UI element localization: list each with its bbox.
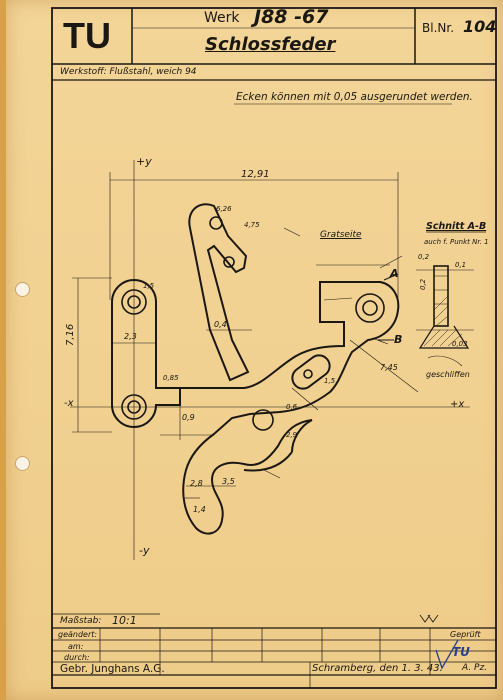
corner-note: Ecken können mit 0,05 ausgerundet werden… — [236, 91, 473, 103]
label-am: am: — [68, 642, 84, 651]
label-durch: durch: — [64, 653, 90, 662]
initials: A. Pz. — [462, 663, 488, 673]
section-arrows — [378, 273, 399, 341]
dimension-lines — [72, 172, 419, 499]
dim-sec2: 0,1 — [455, 261, 467, 269]
dim-d1: 0,4 — [214, 320, 227, 329]
dim-r3: 6,26 — [216, 205, 232, 213]
dim-center-width: 2,3 — [124, 332, 137, 341]
scale-label: Maßstab: — [60, 616, 102, 626]
arrow-a-label: A — [390, 267, 399, 280]
part-holes — [121, 216, 385, 431]
material-spec: Werkstoff: Flußstahl, weich 94 — [60, 67, 197, 77]
scale-value: 10:1 — [112, 614, 137, 627]
axis-lines — [70, 160, 470, 560]
axis-minus-x: -x — [64, 398, 74, 409]
dim-d6: 7,45 — [380, 363, 398, 372]
sheet-number: 104 — [463, 17, 497, 36]
part-name: Schlossfeder — [205, 34, 336, 55]
dim-sec1: 0,2 — [418, 253, 430, 261]
dim-d4: 1,4 — [193, 505, 206, 514]
section-hatching — [423, 295, 463, 347]
dim-sec3: 0,2 — [419, 278, 427, 290]
dim-height-left: 7,16 — [65, 323, 76, 346]
axis-plus-x: +x — [450, 399, 465, 410]
dim-d2: 0,9 — [182, 413, 195, 422]
dim-r1: 1,5 — [143, 282, 155, 290]
part-outline — [111, 203, 400, 535]
place-date: Schramberg, den 1. 3. 43. — [312, 663, 443, 674]
dim-r4: 1,5 — [324, 377, 336, 385]
logo-tu: TU — [63, 15, 111, 56]
dim-d5: 3,5 — [222, 477, 235, 486]
label-geaendert: geändert: — [58, 630, 98, 639]
drawing-frame — [51, 7, 497, 689]
dim-r7: 2,9 — [286, 431, 298, 439]
dim-d3: 2,8 — [190, 479, 203, 488]
dim-r2: 4,75 — [244, 221, 260, 229]
dim-overall-width: 12,91 — [241, 169, 270, 180]
werk-number: J88 -67 — [254, 6, 329, 28]
werk-label: Werk — [204, 10, 240, 26]
drawing-sheet — [6, 0, 503, 700]
label-geschliffen: geschliffen — [426, 370, 470, 379]
axis-plus-y: +y — [136, 155, 152, 168]
geprueft-stamp: TU — [452, 645, 470, 659]
label-gratseite: Gratseite — [320, 230, 362, 240]
punch-hole-top — [15, 282, 30, 297]
dim-r5: 0,85 — [163, 374, 179, 382]
label-schnitt-sub: auch f. Punkt Nr. 1 — [424, 238, 489, 246]
arrow-b-label: B — [394, 333, 403, 346]
dim-r6: 0,6 — [286, 403, 298, 411]
punch-hole-bottom — [15, 456, 30, 471]
dim-sec4: 0,03 — [452, 340, 468, 348]
axis-minus-y: -y — [139, 544, 150, 557]
stamp-tick — [435, 639, 459, 670]
label-geprueft: Geprüft — [450, 630, 481, 639]
company-name: Gebr. Junghans A.G. — [60, 663, 165, 675]
label-schnitt: Schnitt A-B — [426, 221, 487, 232]
sheet-label: Bl.Nr. — [422, 21, 455, 35]
